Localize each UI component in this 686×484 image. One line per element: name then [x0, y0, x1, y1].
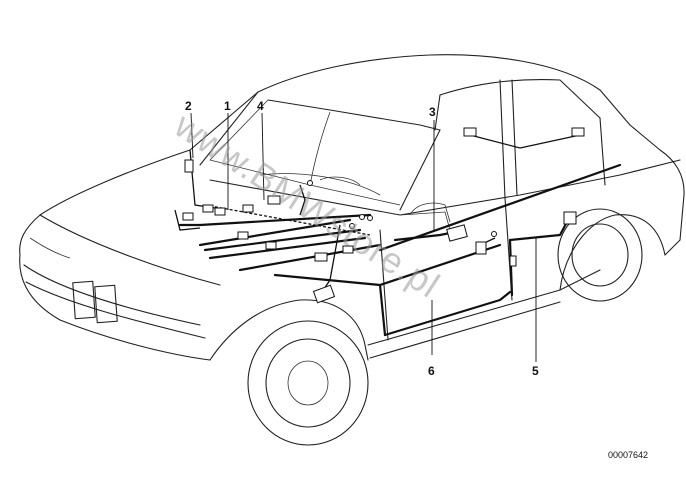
callout-1: 1	[224, 99, 231, 113]
connector	[182, 212, 194, 221]
front-wheel	[247, 320, 369, 446]
connector	[349, 223, 355, 229]
connector	[491, 231, 497, 237]
callout-3: 3	[429, 105, 436, 119]
connector	[571, 127, 585, 137]
connector	[563, 211, 577, 225]
wiring-harness	[174, 134, 622, 337]
connector	[237, 231, 249, 240]
connector	[342, 245, 354, 254]
connector	[446, 224, 468, 242]
car-body-outline	[19, 54, 685, 446]
connector	[307, 180, 313, 186]
connector	[463, 127, 477, 137]
connector	[242, 204, 254, 213]
connector	[359, 214, 365, 220]
connectors	[182, 127, 585, 304]
connector	[184, 159, 194, 173]
callout-5: 5	[532, 364, 539, 378]
connector	[267, 195, 281, 205]
connector	[265, 241, 277, 250]
reference-number: 00007642	[608, 450, 648, 460]
rear-wheel	[557, 208, 643, 302]
kidney-grille	[72, 280, 118, 324]
connector	[202, 204, 214, 213]
callout-4: 4	[257, 99, 264, 113]
callout-2: 2	[185, 99, 192, 113]
connector	[367, 215, 373, 221]
leader-lines	[190, 112, 537, 362]
connector	[475, 241, 487, 255]
connector	[214, 207, 226, 216]
callout-6: 6	[428, 364, 435, 378]
connector	[509, 255, 517, 267]
connector	[314, 252, 328, 262]
callouts: 2 1 4 3 6 5	[185, 99, 539, 378]
connector	[312, 284, 336, 304]
